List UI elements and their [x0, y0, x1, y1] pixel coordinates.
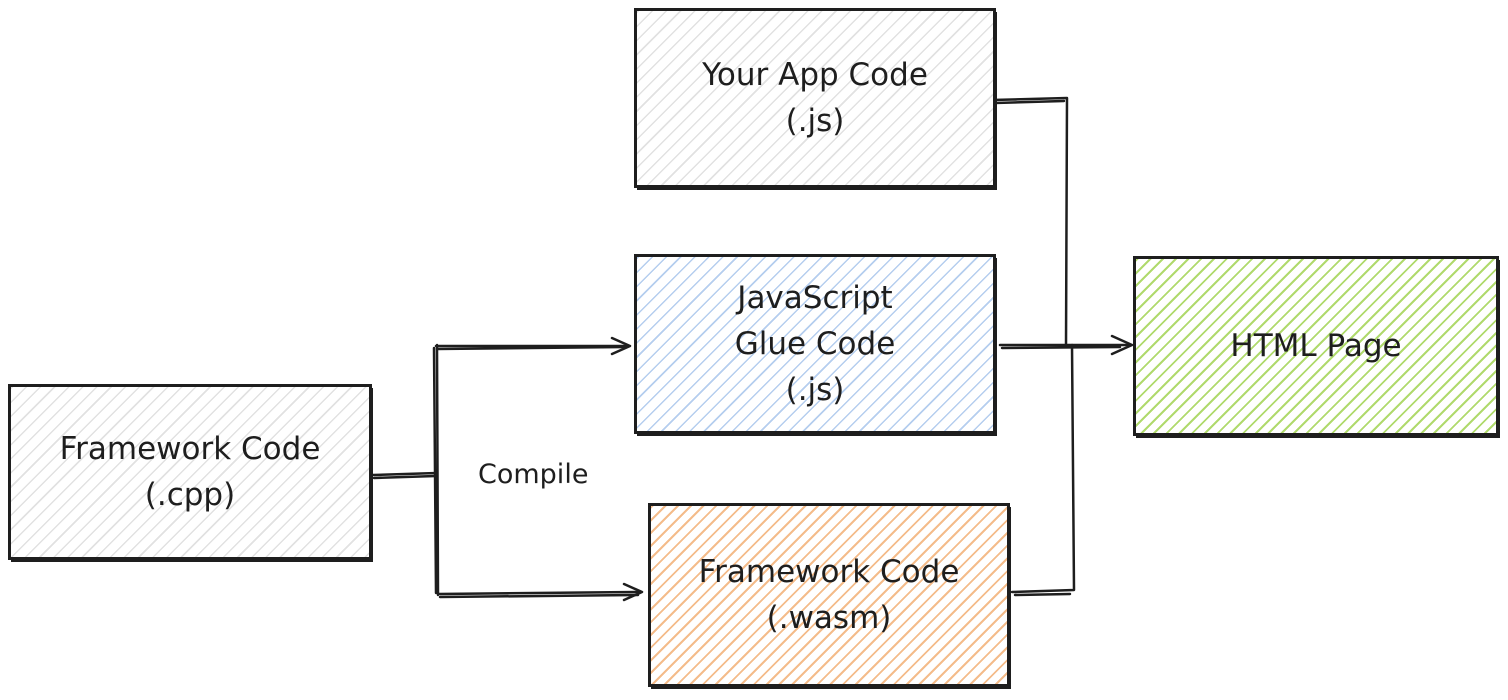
- node-framework-wasm-title: Framework Code: [698, 554, 960, 590]
- connector-to-glue: [434, 344, 630, 351]
- node-framework-wasm-ext: (.wasm): [766, 600, 892, 636]
- node-framework-cpp-ext: (.cpp): [144, 477, 236, 513]
- node-js-glue-code-ext: (.js): [785, 372, 845, 408]
- node-html-page-title: HTML Page: [1230, 328, 1402, 364]
- node-your-app-code: Your App Code (.js): [634, 8, 996, 188]
- node-framework-cpp: Framework Code (.cpp): [8, 384, 372, 560]
- arrowhead-html: [1110, 334, 1134, 356]
- node-your-app-code-ext: (.js): [785, 103, 845, 139]
- arrowhead-glue: [610, 336, 632, 356]
- node-js-glue-code-title-1: JavaScript: [737, 280, 893, 316]
- node-js-glue-code-title-2: Glue Code: [734, 326, 896, 362]
- node-html-page: HTML Page: [1133, 256, 1499, 436]
- node-your-app-code-title: Your App Code: [702, 57, 928, 93]
- node-framework-cpp-title: Framework Code: [59, 431, 321, 467]
- node-js-glue-code: JavaScript Glue Code (.js): [634, 254, 996, 434]
- connector-compile-trunk: [432, 343, 440, 597]
- compile-edge-label: Compile: [478, 459, 589, 490]
- connector-glue-out: [998, 343, 1130, 350]
- node-framework-wasm: Framework Code (.wasm): [648, 503, 1010, 687]
- connector-wasm-out: [1010, 343, 1076, 597]
- arrowhead-wasm: [622, 582, 644, 602]
- connector-app-out: [990, 96, 1069, 347]
- connector-to-wasm: [436, 590, 642, 599]
- connector-cpp-out: [371, 471, 439, 480]
